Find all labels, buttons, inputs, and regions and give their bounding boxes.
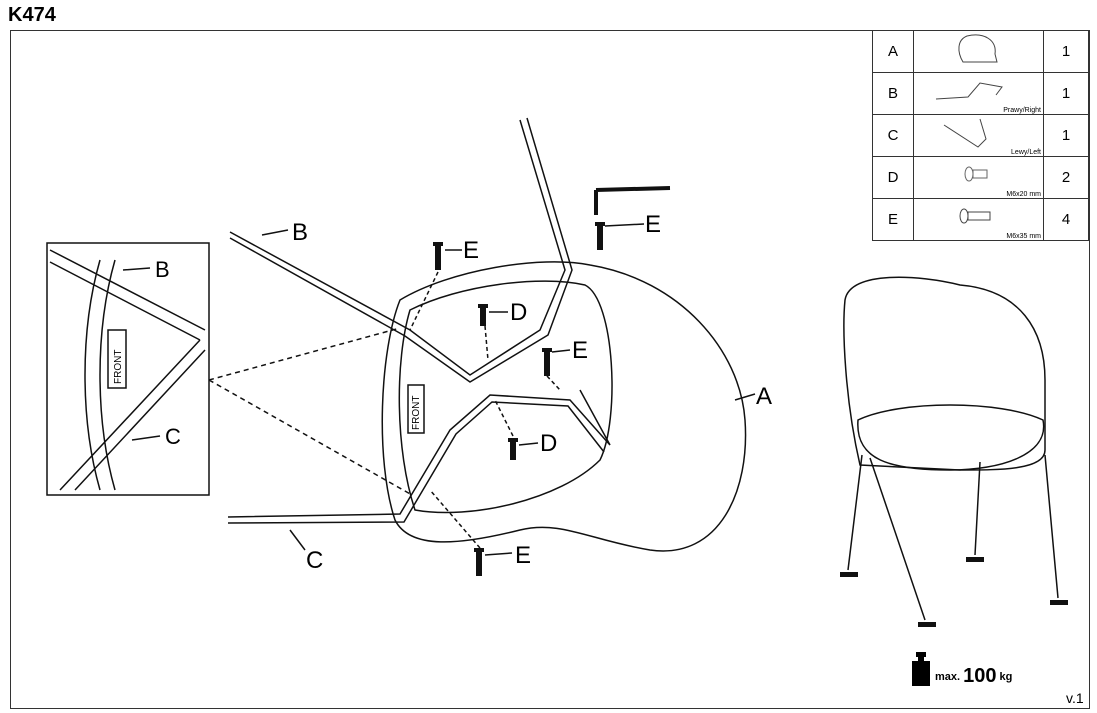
part-qty: 2 (1043, 156, 1089, 199)
allen-key (594, 186, 671, 215)
seat-frame-inner (398, 280, 613, 514)
part-label: E (872, 198, 914, 241)
screw-dashes (409, 271, 561, 549)
leg-b (229, 117, 573, 383)
part-image-screw-m6x35: M6x35 mm (913, 198, 1044, 241)
part-qty: 1 (1043, 72, 1089, 115)
part-label: D (872, 156, 914, 199)
part-qty: 1 (1043, 114, 1089, 157)
part-note: M6x35 mm (1006, 233, 1041, 240)
inset-label-b: B (155, 257, 170, 282)
part-label: C (872, 114, 914, 157)
max-load-indicator: max. 100 kg (910, 652, 1012, 686)
max-load-value: 100 (963, 665, 997, 687)
part-qty: 4 (1043, 198, 1089, 241)
inset-front-label: FRONT (113, 350, 124, 384)
label-e-1: E (463, 237, 479, 264)
screws (433, 222, 605, 576)
leg-c (227, 389, 611, 524)
label-d-1: D (510, 299, 527, 326)
assembled-chair-seat (857, 404, 1045, 471)
weight-icon (912, 652, 930, 686)
model-title: K474 (8, 4, 56, 26)
detail-inset (46, 242, 210, 496)
label-e-4: E (515, 542, 531, 569)
leader-lines (261, 223, 756, 556)
label-c: C (306, 547, 323, 574)
max-load-unit: kg (999, 671, 1013, 683)
assembled-chair-legs (847, 454, 1059, 621)
inset-front-sticker (107, 329, 127, 389)
part-qty: 1 (1043, 30, 1089, 73)
front-sticker (407, 384, 425, 434)
callout-lines (208, 327, 413, 496)
parts-row-c: C Lewy/Left 1 (872, 114, 1089, 157)
part-image-left-leg: Lewy/Left (913, 114, 1044, 157)
inset-label-c: C (165, 424, 181, 449)
parts-row-e: E M6x35 mm 4 (872, 198, 1089, 241)
label-a: A (756, 383, 772, 410)
label-d-2: D (540, 430, 557, 457)
max-load-prefix: max. (935, 671, 961, 683)
part-image-right-leg: Prawy/Right (913, 72, 1044, 115)
parts-row-d: D M6x20 mm 2 (872, 156, 1089, 199)
label-e-3: E (572, 337, 588, 364)
label-b: B (292, 219, 308, 246)
version-label: v.1 (1066, 690, 1084, 706)
part-note: Lewy/Left (1011, 149, 1041, 156)
part-image-screw-m6x20: M6x20 mm (913, 156, 1044, 199)
parts-row-b: B Prawy/Right 1 (872, 72, 1089, 115)
inset-frame-lines (49, 249, 206, 491)
part-image-seat-shell (913, 30, 1044, 73)
instruction-frame (10, 30, 1090, 709)
part-label: B (872, 72, 914, 115)
part-label: A (872, 30, 914, 73)
inset-leaders (122, 267, 161, 441)
parts-row-a: A 1 (872, 30, 1089, 73)
part-note: M6x20 mm (1006, 191, 1041, 198)
front-label: FRONT (411, 396, 422, 430)
part-note: Prawy/Right (1003, 107, 1041, 114)
label-e-2: E (645, 211, 661, 238)
parts-table: A 1 B Prawy/Right 1 C Lewy/Left 1 D M6x2… (872, 30, 1089, 241)
assembled-chair-back (843, 276, 1046, 471)
floor-glides (840, 557, 1068, 627)
